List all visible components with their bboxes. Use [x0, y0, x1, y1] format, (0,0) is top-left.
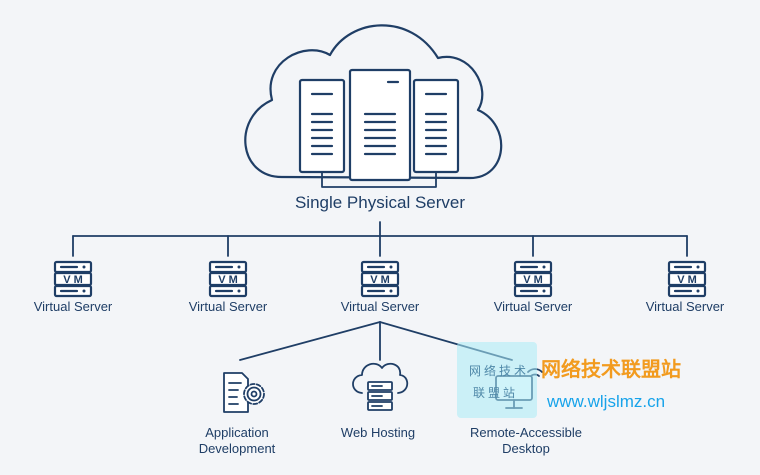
service-label-line: Remote-Accessible: [470, 425, 582, 440]
vm-badge: V M: [370, 274, 390, 286]
service-label-remote-desktop: Remote-Accessible Desktop: [446, 425, 606, 457]
watermark-logo-text-1: 网络技术: [469, 364, 530, 378]
server-tower-left-icon: [298, 78, 346, 174]
server-tower-center-icon: [348, 68, 412, 182]
cloud-server-icon: [352, 362, 409, 411]
tree-connector: [72, 221, 688, 257]
server-tower-right-icon: [412, 78, 460, 174]
service-label-line: Web Hosting: [340, 425, 416, 440]
service-label-web-hosting: Web Hosting: [298, 425, 458, 441]
vm-server-icon: V M: [667, 260, 707, 298]
vm-badge: V M: [218, 274, 238, 286]
service-label-line: Development: [198, 441, 276, 456]
vm-badge: V M: [677, 274, 697, 286]
physical-server-title: Single Physical Server: [294, 193, 466, 212]
service-label-app-dev: Application Development: [157, 425, 317, 457]
virtual-server-label-5: Virtual Server: [645, 299, 725, 314]
virtual-server-label-2: Virtual Server: [188, 299, 268, 314]
service-label-line: Application: [205, 425, 269, 440]
vm-server-icon: V M: [53, 260, 93, 298]
vm-server-icon: V M: [513, 260, 553, 298]
virtual-server-label-1: Virtual Server: [33, 299, 113, 314]
vm-badge: V M: [63, 274, 83, 286]
cloud-icon: [244, 24, 503, 180]
virtual-server-label-3: Virtual Server: [340, 299, 420, 314]
service-label-line: Desktop: [502, 441, 550, 456]
watermark-url: www.wljslmz.cn: [547, 392, 666, 411]
vm-server-icon: V M: [208, 260, 248, 298]
vm-server-icon: V M: [360, 260, 400, 298]
watermark-title: 网络技术联盟站: [541, 359, 681, 381]
tower-base-connector: [321, 171, 437, 188]
watermark-logo-text-2: 联盟站: [473, 386, 519, 400]
vm-badge: V M: [523, 274, 543, 286]
watermark-logo-box: 网络技术 联盟站: [457, 342, 537, 418]
app-gear-icon: [223, 372, 265, 413]
virtual-server-label-4: Virtual Server: [493, 299, 573, 314]
